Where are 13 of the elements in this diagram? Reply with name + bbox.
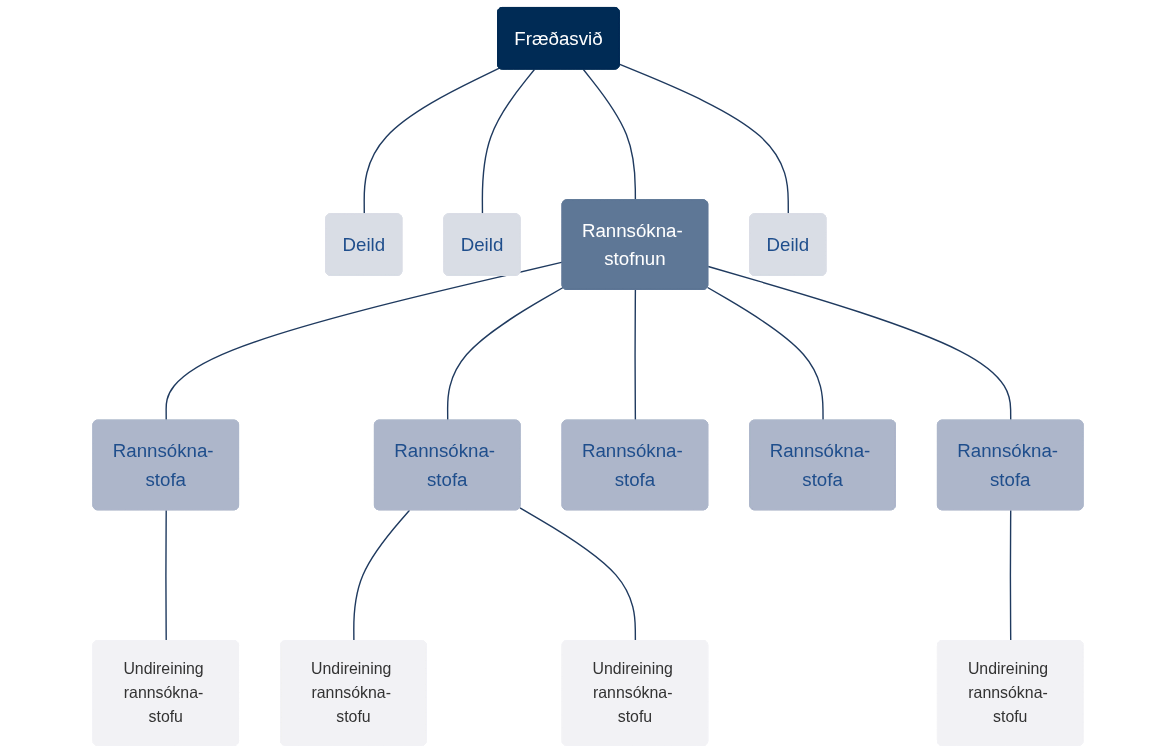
connector [519, 507, 637, 642]
connector [707, 265, 1012, 422]
connector [353, 509, 411, 642]
connector [165, 261, 564, 422]
connector [363, 67, 501, 215]
connector [1009, 509, 1012, 642]
connector [481, 68, 536, 215]
connector [706, 286, 824, 422]
connector [446, 286, 564, 422]
connector [634, 289, 637, 422]
connector [619, 63, 789, 215]
connector [165, 509, 167, 642]
connector [582, 68, 637, 201]
